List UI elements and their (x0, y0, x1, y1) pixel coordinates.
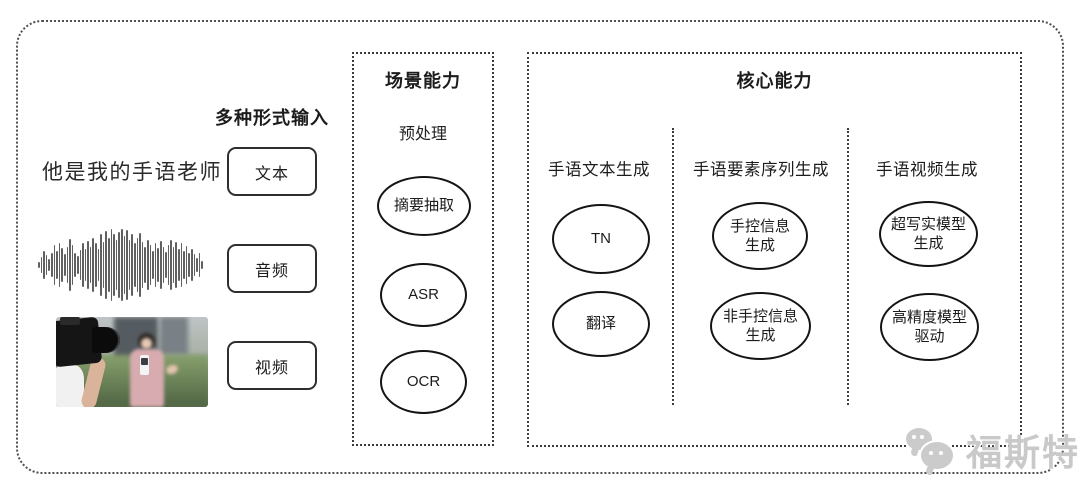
video-sample-photo (56, 317, 208, 407)
node-high-precision-model-driving: 高精度模型 驱动 (880, 293, 979, 361)
column-header-sign-element-sequence-generation: 手语要素序列生成 (693, 161, 829, 179)
input-box-audio-label: 音频 (254, 262, 289, 280)
node-summary-extraction: 摘要抽取 (377, 176, 471, 236)
node-hyperrealistic-model-generation: 超写实模型 生成 (879, 201, 978, 267)
node-manual-info-generation: 手控信息 生成 (712, 202, 808, 270)
column-header-sign-video-generation: 手语视频生成 (876, 161, 978, 179)
node-manual-info-generation-label: 手控信息 生成 (729, 217, 790, 255)
input-box-text: 文本 (227, 147, 317, 196)
node-hyperrealistic-model-generation-label: 超写实模型 生成 (890, 215, 966, 253)
column-divider-1 (672, 128, 674, 405)
camera-lens (92, 327, 120, 353)
column-divider-2 (847, 128, 849, 405)
input-box-video-label: 视频 (254, 359, 289, 377)
microphone (140, 355, 149, 375)
sample-sentence-text: 他是我的手语老师 (42, 161, 222, 184)
wechat-bubble-large (919, 440, 955, 471)
node-translation: 翻译 (552, 291, 650, 357)
column-header-sign-text-generation: 手语文本生成 (548, 161, 650, 179)
cameraman-shoulder (56, 365, 84, 407)
node-non-manual-info-generation-label: 非手控信息 生成 (722, 307, 798, 345)
node-summary-extraction-label: 摘要抽取 (393, 197, 454, 215)
microphone-logo (141, 358, 148, 365)
node-ocr-label: OCR (406, 373, 441, 391)
node-asr-label: ASR (408, 286, 439, 304)
reporter-face (141, 338, 152, 349)
input-box-video: 视频 (227, 341, 317, 390)
watermark: 福斯特 (902, 424, 1080, 476)
core-capability-box: 核心能力 (527, 52, 1022, 447)
node-ocr: OCR (380, 350, 467, 414)
node-asr: ASR (380, 263, 467, 327)
camera-top-detail (60, 317, 80, 325)
watermark-text: 福斯特 (966, 432, 1080, 473)
node-translation-label: 翻译 (585, 315, 616, 333)
node-high-precision-model-driving-label: 高精度模型 驱动 (891, 308, 967, 346)
node-non-manual-info-generation: 非手控信息 生成 (710, 292, 811, 360)
wechat-icon (902, 424, 958, 476)
input-section-label: 多种形式输入 (215, 108, 329, 128)
core-box-title: 核心能力 (736, 71, 813, 91)
scene-box-title: 场景能力 (385, 71, 461, 91)
diagram-frame (16, 20, 1064, 474)
node-tn: TN (552, 204, 650, 274)
input-box-text-label: 文本 (254, 165, 289, 183)
node-tn-label: TN (591, 230, 611, 248)
preprocess-label: 预处理 (398, 126, 447, 143)
audio-waveform (38, 229, 214, 301)
input-box-audio: 音频 (227, 244, 317, 293)
photo-building-silhouette-2 (160, 317, 188, 355)
scene-capability-box: 场景能力 预处理 (352, 52, 494, 446)
